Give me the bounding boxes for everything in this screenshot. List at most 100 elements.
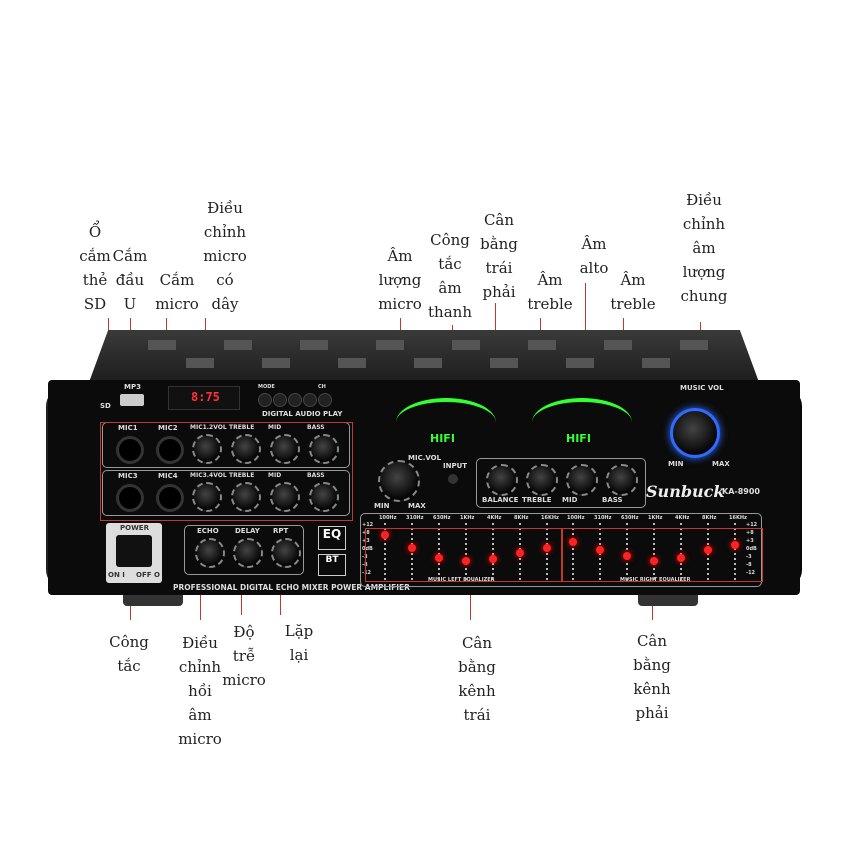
min-label: MIN xyxy=(374,502,390,510)
vent-slot xyxy=(566,358,594,368)
eq-slider[interactable] xyxy=(408,543,416,552)
label-line: cắm xyxy=(79,247,111,265)
mic-label: MIC4 xyxy=(158,472,178,480)
eq-freq-label: 1KHz xyxy=(648,515,663,521)
player-button[interactable] xyxy=(258,393,272,407)
label-line: micro xyxy=(203,247,247,265)
vent-slot xyxy=(490,358,518,368)
tone-knob[interactable] xyxy=(231,482,261,512)
input-switch[interactable] xyxy=(448,474,458,484)
eq-scale-label: +12 xyxy=(746,522,758,528)
vent-slot xyxy=(528,340,556,350)
eq-slider[interactable] xyxy=(489,555,497,564)
mic-jack[interactable] xyxy=(156,484,184,512)
eq-slider[interactable] xyxy=(381,530,389,539)
label-line: trái xyxy=(463,706,491,724)
eq-slider[interactable] xyxy=(677,554,685,563)
label-line: trái xyxy=(485,259,513,277)
effect-label: RPT xyxy=(273,527,289,535)
effect-knob[interactable] xyxy=(233,538,263,568)
eq-scale-label: -3 xyxy=(746,554,752,560)
eq-scale-label: -8 xyxy=(362,562,368,568)
effect-knob[interactable] xyxy=(195,538,225,568)
player-button[interactable] xyxy=(318,393,332,407)
eq-slider-track xyxy=(492,523,494,583)
mic-label: MIC2 xyxy=(158,424,178,432)
master-volume-knob[interactable] xyxy=(670,408,720,458)
master-tone-knob[interactable] xyxy=(526,464,558,496)
eq-slider[interactable] xyxy=(623,551,631,560)
label-line: Âm xyxy=(537,271,563,289)
knob-label: MID xyxy=(268,472,282,479)
mic-jack[interactable] xyxy=(116,484,144,512)
eq-freq-label: 8KHz xyxy=(514,515,529,521)
label-line: âm xyxy=(692,239,716,257)
eq-freq-label: 16KHz xyxy=(729,515,747,521)
mic-volume-knob[interactable] xyxy=(378,460,420,502)
on-label: ON I xyxy=(108,571,125,579)
tone-knob[interactable] xyxy=(270,482,300,512)
tone-knob[interactable] xyxy=(309,434,339,464)
eq-slider[interactable] xyxy=(650,556,658,565)
tone-knob[interactable] xyxy=(192,434,222,464)
eq-slider[interactable] xyxy=(462,556,470,565)
panel-text: PROFESSIONAL DIGITAL ECHO MIXER POWER AM… xyxy=(173,583,410,592)
knob-label: TREBLE xyxy=(229,424,255,431)
tone-knob[interactable] xyxy=(309,482,339,512)
eq-slider[interactable] xyxy=(596,546,604,555)
master-tone-knob[interactable] xyxy=(566,464,598,496)
eq-slider-track xyxy=(653,523,655,583)
effect-knob[interactable] xyxy=(271,538,301,568)
label-line: chỉnh xyxy=(178,658,222,676)
master-tone-knob[interactable] xyxy=(486,464,518,496)
usb-port[interactable] xyxy=(120,394,144,406)
tone-box xyxy=(476,458,646,508)
mic-jack[interactable] xyxy=(156,436,184,464)
eq-freq-label: 16KHz xyxy=(541,515,559,521)
left-eq-highlight xyxy=(365,528,563,582)
eq-slider-track xyxy=(384,523,386,583)
eq-freq-label: 100Hz xyxy=(567,515,585,521)
effect-label: ECHO xyxy=(197,527,219,535)
label-line: chung xyxy=(680,287,728,305)
eq-badge: EQ xyxy=(318,526,346,550)
foot xyxy=(123,592,183,606)
tone-knob[interactable] xyxy=(192,482,222,512)
label-line: Cắm xyxy=(159,271,195,289)
tone-knob[interactable] xyxy=(270,434,300,464)
player-button[interactable] xyxy=(288,393,302,407)
eq-freq-label: 4KHz xyxy=(487,515,502,521)
equalizer-panel xyxy=(360,513,762,587)
power-label: POWER xyxy=(120,524,149,532)
eq-slider[interactable] xyxy=(704,546,712,555)
mic-jack[interactable] xyxy=(116,436,144,464)
right-eq-highlight xyxy=(561,528,763,582)
vent-slot xyxy=(186,358,214,368)
player-button[interactable] xyxy=(273,393,287,407)
vu-meter-left xyxy=(396,398,496,447)
mp3-label: MP3 xyxy=(124,383,141,391)
eq-slider[interactable] xyxy=(731,541,739,550)
player-button[interactable] xyxy=(303,393,317,407)
eq-slider[interactable] xyxy=(569,537,577,546)
model-label: KA-8900 xyxy=(722,487,760,496)
label-line: Điều xyxy=(686,191,722,209)
eq-scale-label: -3 xyxy=(362,554,368,560)
front-panel: SD MP3 8:75 MODE CH DIGITAL AUDIO PLAY P… xyxy=(48,380,800,595)
power-switch[interactable]: POWER ON I OFF O xyxy=(106,523,162,583)
tone-label: MID xyxy=(562,496,578,504)
label-line: SD xyxy=(83,295,107,313)
tone-knob[interactable] xyxy=(231,434,261,464)
vu-meter-right xyxy=(532,398,632,447)
eq-slider[interactable] xyxy=(516,549,524,557)
label-line: Độ xyxy=(233,623,255,641)
eq-slider[interactable] xyxy=(543,543,551,552)
eq-slider[interactable] xyxy=(435,554,443,563)
master-tone-knob[interactable] xyxy=(606,464,638,496)
